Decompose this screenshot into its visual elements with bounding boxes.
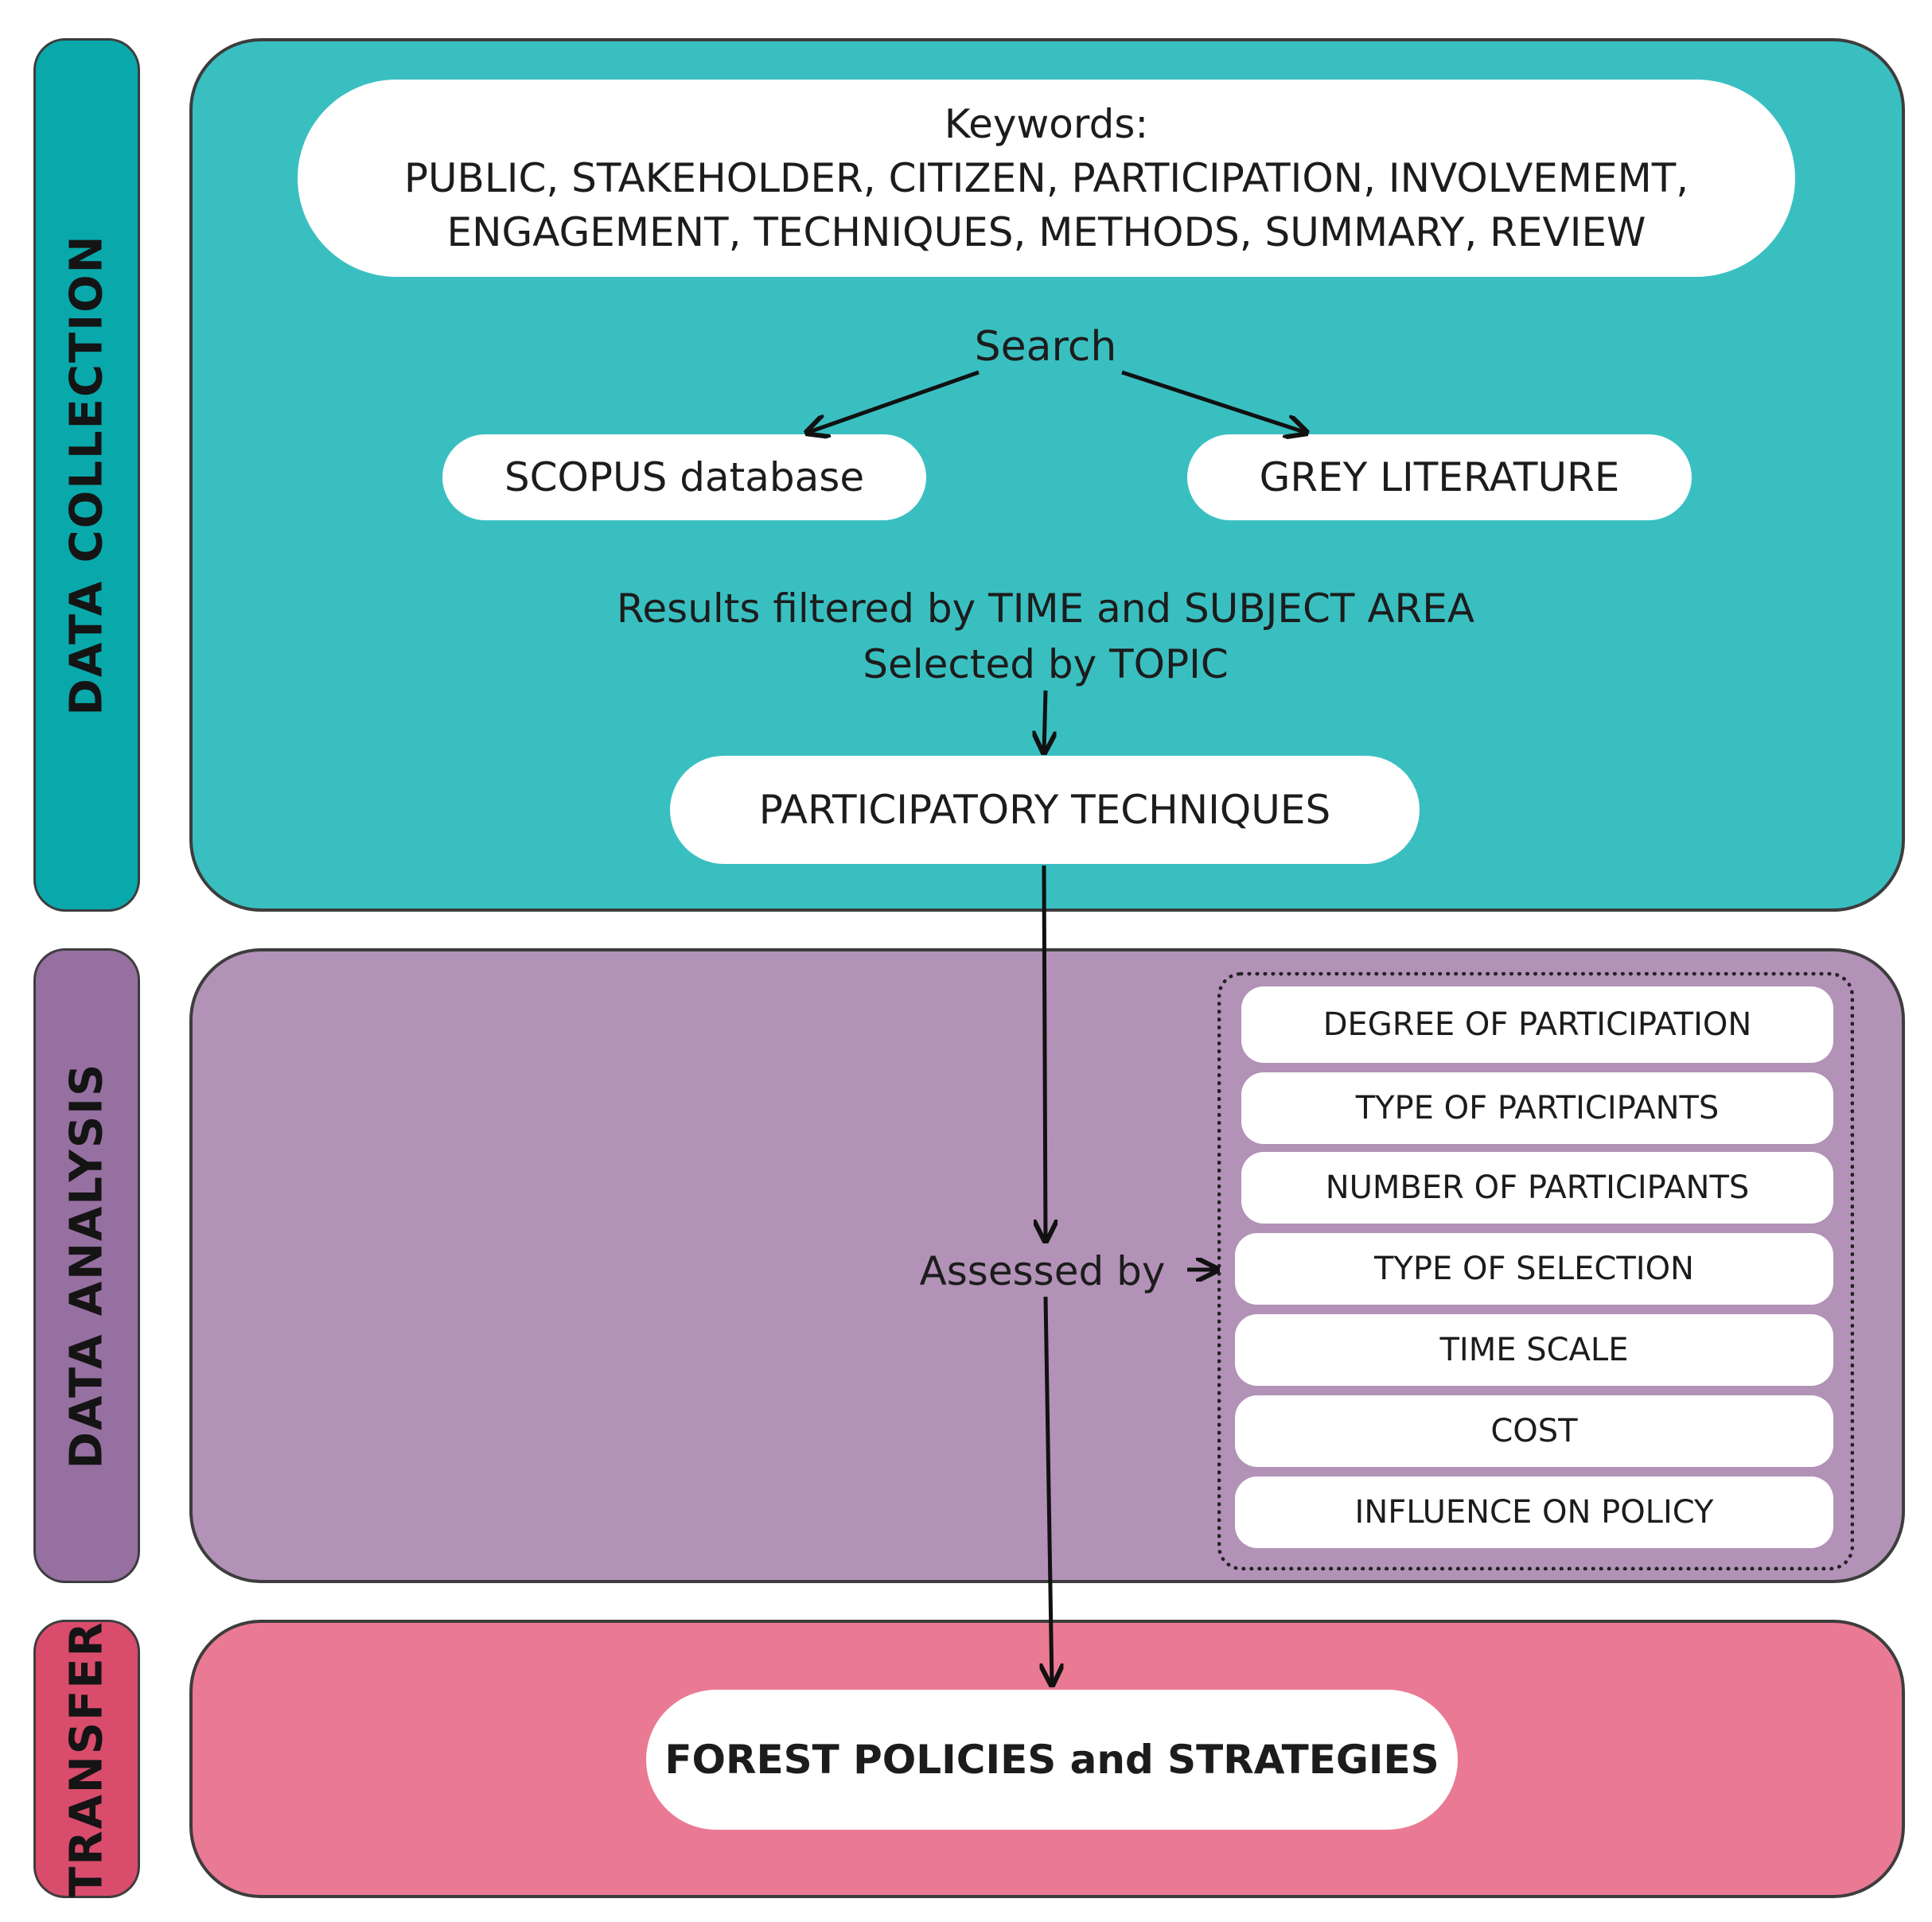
keywords-box: Keywords: PUBLIC, STAKEHOLDER, CITIZEN, … [298, 80, 1795, 277]
stage-label-transfer: TRANSFER [60, 1620, 113, 1897]
source-grey-literature: GREY LITERATURE [1187, 434, 1692, 520]
filter-text-line-2: Selected by TOPIC [863, 641, 1229, 687]
keywords-heading: Keywords: [944, 101, 1149, 147]
keywords-line-1: PUBLIC, STAKEHOLDER, CITIZEN, PARTICIPAT… [403, 155, 1689, 201]
stage-tab-transfer: TRANSFER [33, 1620, 140, 1898]
participatory-techniques-box: PARTICIPATORY TECHNIQUES [670, 756, 1420, 864]
stage-label-data-analysis: DATA ANALYSIS [60, 1062, 113, 1469]
stage-tab-data-collection: DATA COLLECTION [33, 38, 140, 912]
criterion-cost: COST [1235, 1395, 1833, 1467]
forest-policies-box: FOREST POLICIES and STRATEGIES [646, 1690, 1458, 1830]
criterion-influence-on-policy: INFLUENCE ON POLICY [1235, 1477, 1833, 1548]
keywords-line-2: ENGAGEMENT, TECHNIQUES, METHODS, SUMMARY… [446, 209, 1646, 255]
criterion-type-of-selection: TYPE OF SELECTION [1235, 1233, 1833, 1305]
source-scopus: SCOPUS database [442, 434, 926, 520]
stage-label-data-collection: DATA COLLECTION [60, 234, 113, 716]
criterion-number-of-participants: NUMBER OF PARTICIPANTS [1241, 1152, 1833, 1224]
criterion-type-of-participants: TYPE OF PARTICIPANTS [1241, 1072, 1833, 1144]
criterion-degree-of-participation: DEGREE OF PARTICIPATION [1241, 986, 1833, 1063]
assessed-by-label: Assessed by [919, 1248, 1166, 1294]
search-label: Search [974, 323, 1117, 371]
filter-text-line-1: Results filtered by TIME and SUBJECT ARE… [616, 586, 1475, 632]
criterion-time-scale: TIME SCALE [1235, 1314, 1833, 1386]
stage-tab-data-analysis: DATA ANALYSIS [33, 948, 140, 1583]
